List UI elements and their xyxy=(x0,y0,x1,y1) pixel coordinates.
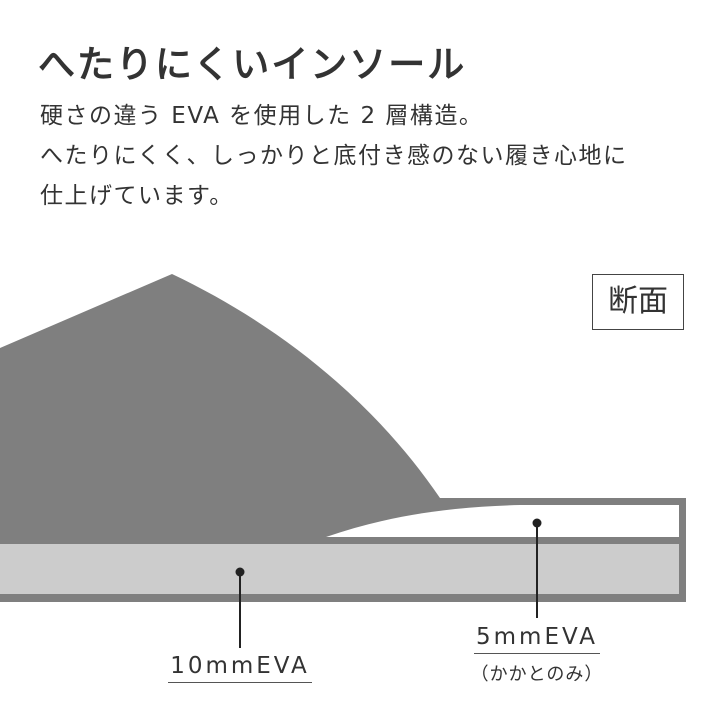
base-eva-layer xyxy=(0,544,679,594)
description-line-1: 硬さの違う EVA を使用した 2 層構造。 xyxy=(40,103,484,129)
section-label: 断面 xyxy=(592,274,684,330)
heel-eva-layer xyxy=(326,505,679,537)
layer-label-5mm: 5mmEVA xyxy=(474,624,600,654)
description: 硬さの違う EVA を使用した 2 層構造。 へたりにくく、しっかりと底付き感の… xyxy=(40,96,700,216)
description-line-3: 仕上げています。 xyxy=(40,183,234,209)
callout-10mm: 10mmEVA xyxy=(140,653,340,683)
leader-dot-5mm xyxy=(532,518,542,528)
layer-note-5mm: （かかとのみ） xyxy=(470,664,604,685)
layer-label-10mm: 10mmEVA xyxy=(168,653,312,683)
page-title: へたりにくいインソール xyxy=(38,43,467,86)
description-line-2: へたりにくく、しっかりと底付き感のない履き心地に xyxy=(40,143,628,169)
leader-dot-10mm xyxy=(235,567,245,577)
callout-5mm: 5mmEVA （かかとのみ） xyxy=(437,624,637,686)
